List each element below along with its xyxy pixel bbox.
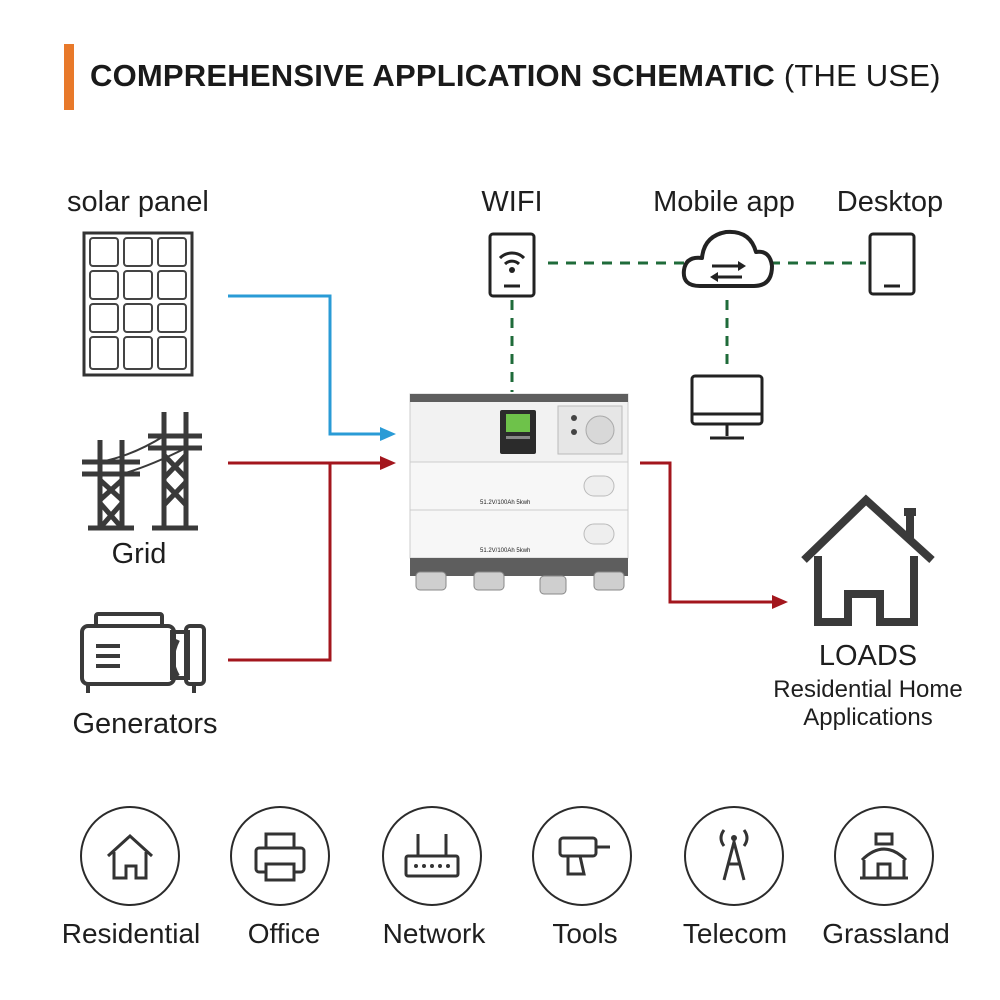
app-network-label: Network [382, 918, 486, 949]
grid-arrowhead [380, 456, 396, 470]
app-tools-label: Tools [552, 918, 618, 949]
solar-arrowhead [380, 427, 396, 441]
monitor-icon [690, 374, 764, 440]
battery-module-2-label: 51.2V/100Ah 5kwh [480, 548, 531, 554]
app-tools-circle [532, 806, 632, 906]
app-network-circle [382, 806, 482, 906]
app-grassland-circle [834, 806, 934, 906]
battery-stack [409, 393, 629, 595]
router-icon [404, 834, 460, 878]
generator-icon [80, 612, 206, 693]
data-link-lines [510, 261, 866, 392]
home-load-icon [801, 494, 935, 626]
house-icon [106, 833, 154, 880]
page-title: COMPREHENSIVE APPLICATION SCHEMATIC (THE… [90, 58, 941, 94]
generators-label: Generators [72, 708, 218, 740]
yurt-icon [860, 832, 908, 880]
title-accent-bar [64, 44, 74, 110]
power-pylon-icon [82, 412, 202, 531]
app-office-circle [230, 806, 330, 906]
grid-label: Grid [111, 538, 167, 570]
solar-panel-icon [82, 231, 194, 377]
app-residential-label: Residential [61, 918, 201, 949]
loads-title: LOADS [818, 640, 918, 672]
load-arrowhead [772, 595, 788, 609]
drill-icon [558, 836, 610, 876]
loads-line-2: Applications [803, 704, 933, 731]
antenna-tower-icon [719, 829, 749, 881]
desktop-device-icon [868, 232, 916, 296]
solar-panel-label: solar panel [67, 186, 209, 218]
title-main: COMPREHENSIVE APPLICATION SCHEMATIC [90, 58, 776, 93]
solar-dc-line [228, 294, 384, 436]
cloud-sync-icon [681, 229, 774, 288]
loads-line-1: Residential Home [773, 676, 963, 703]
app-telecom-label: Telecom [682, 918, 788, 949]
battery-module-1-label: 51.2V/100Ah 5kwh [480, 500, 531, 506]
app-telecom-circle [684, 806, 784, 906]
title-sub: (THE USE) [783, 58, 941, 93]
app-residential-circle [80, 806, 180, 906]
wifi-phone-icon [488, 232, 536, 298]
desktop-label: Desktop [836, 186, 944, 218]
wifi-label: WIFI [481, 186, 543, 218]
load-output-line [640, 461, 776, 604]
printer-icon [254, 832, 306, 882]
generator-ac-line [228, 463, 332, 662]
app-office-label: Office [247, 918, 321, 949]
mobile-app-label: Mobile app [653, 186, 795, 218]
app-grassland-label: Grassland [822, 918, 950, 949]
